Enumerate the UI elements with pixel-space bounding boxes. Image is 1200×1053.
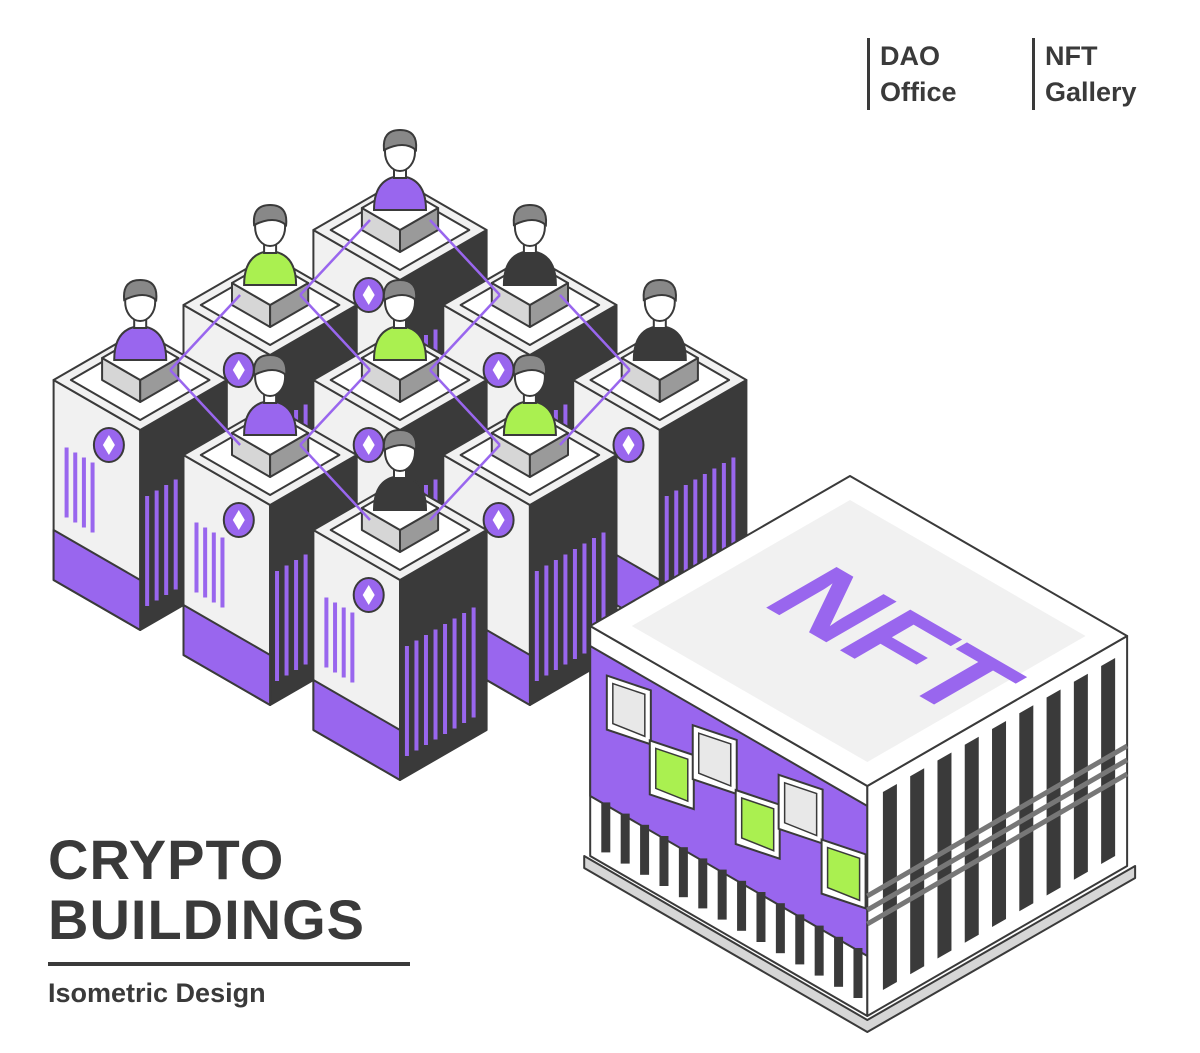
ethereum-icon (232, 360, 245, 380)
avatar-hair (123, 278, 158, 302)
gallery-column (795, 914, 805, 965)
title-line-2: BUILDINGS (48, 888, 365, 951)
gallery-column (737, 880, 747, 931)
gallery-pillar (937, 752, 952, 959)
ethereum-icon (492, 510, 505, 530)
avatar-body (113, 324, 168, 361)
gallery-plinth (583, 855, 1137, 1033)
network-line (558, 294, 631, 371)
gallery-column (601, 802, 611, 853)
network-line (429, 294, 501, 371)
avatar-body (502, 249, 557, 286)
gallery-pillar (910, 768, 925, 975)
gallery-pillar (964, 736, 979, 943)
gallery-rail (866, 757, 1129, 913)
ethereum-icon (492, 360, 505, 380)
avatar-body (632, 324, 687, 361)
ethereum-icon (362, 585, 375, 605)
network-line (299, 369, 371, 446)
avatar-hair (382, 128, 418, 152)
gallery-pillar (1073, 673, 1088, 880)
title-block: CRYPTO BUILDINGS Isometric Design (48, 830, 410, 1009)
legend-dao-office: DAO Office (867, 38, 957, 110)
dao-office-cluster (52, 128, 748, 781)
gallery-column (814, 925, 824, 976)
gallery-rail (866, 771, 1129, 927)
tower-base-band (312, 679, 401, 781)
abstract-artwork (740, 796, 775, 852)
avatar-body (243, 249, 298, 286)
title-line-1: CRYPTO (48, 828, 285, 891)
figure-artwork (612, 682, 646, 738)
gallery-column (834, 936, 844, 987)
avatar-hair (252, 353, 288, 377)
nft-gallery-building: NFT (583, 475, 1137, 1033)
gallery-pillar (1046, 689, 1061, 896)
gallery-pillar (1019, 705, 1034, 912)
network-line (429, 219, 501, 296)
network-line (429, 369, 501, 446)
purple-network (169, 219, 631, 521)
network-line (558, 369, 631, 446)
subtitle: Isometric Design (48, 978, 266, 1008)
avatar-hair (252, 203, 288, 227)
network-line (429, 444, 501, 521)
gallery-rail (866, 743, 1129, 899)
mountain-artwork (826, 846, 861, 902)
legend-nft-line1: NFT (1045, 41, 1098, 71)
gallery-column (717, 869, 727, 920)
legend-nft-line2: Gallery (1045, 77, 1137, 107)
gallery-column (853, 948, 863, 998)
gallery-column (659, 836, 669, 886)
portrait-artwork (783, 781, 818, 837)
avatar-hair (642, 278, 677, 302)
gallery-pillar (992, 721, 1007, 927)
gallery-column (620, 813, 630, 864)
avatar-body (372, 174, 428, 211)
gallery-column (756, 892, 766, 942)
gallery-column (640, 824, 650, 875)
network-line (299, 444, 371, 521)
gallery-column (775, 903, 785, 954)
ethereum-icon (362, 435, 375, 455)
ethereum-icon (102, 435, 115, 455)
ethereum-icon (622, 435, 635, 455)
avatar-hair (382, 428, 418, 452)
gallery-pillar (1101, 658, 1116, 864)
dao-tower (312, 428, 488, 781)
network-line (299, 219, 371, 296)
avatar-hair (382, 278, 418, 302)
title-divider (48, 962, 410, 966)
temple-artwork (655, 747, 689, 803)
ethereum-icon (232, 510, 245, 530)
legend-dao-line1: DAO (880, 41, 940, 71)
gallery-column (698, 858, 708, 909)
avatar-hair (512, 203, 548, 227)
tower-base-band (52, 529, 142, 631)
gallery-column (678, 847, 688, 898)
ethereum-icon (362, 285, 375, 305)
network-line (169, 294, 242, 371)
legend-nft-gallery: NFT Gallery (1032, 38, 1137, 110)
gallery-pillar (882, 784, 897, 990)
landscape-artwork (697, 732, 732, 788)
network-line (299, 294, 371, 371)
network-line (169, 369, 242, 446)
gallery-roof-panel (631, 500, 1086, 762)
legend-dao-line2: Office (880, 77, 957, 107)
avatar-hair (512, 353, 548, 377)
tower-base-band (182, 604, 272, 706)
